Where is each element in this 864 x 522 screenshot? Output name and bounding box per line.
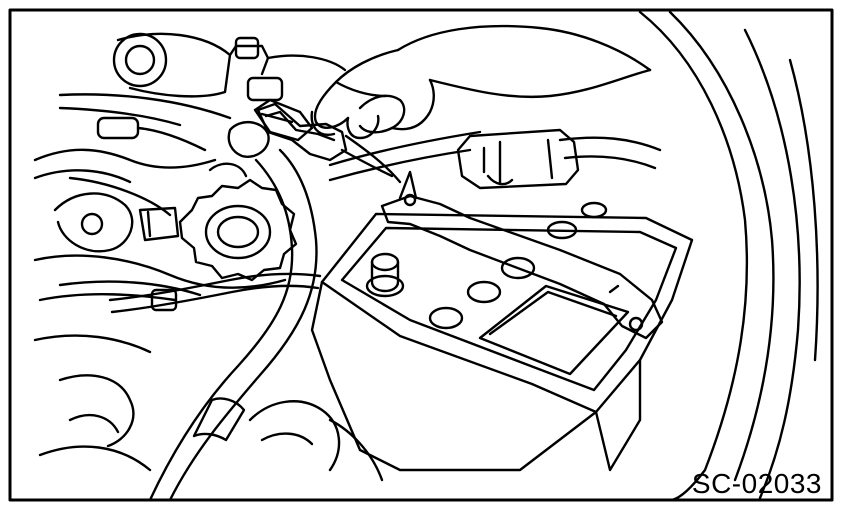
fender-edges [638,10,819,502]
technician-hand [310,24,652,140]
figure-code-label: SC-02033 [691,468,822,499]
figure-frame [8,8,834,502]
thick-hose [148,148,318,502]
oil-filler-cap [178,178,298,282]
tester-clip [256,102,402,184]
electrical-connector [456,128,580,190]
lower-components [33,334,384,482]
battery [310,201,694,472]
ground-cable [108,272,322,314]
wire-harness [328,130,662,182]
battery-hold-down-bracket [380,170,664,340]
engine-components [33,32,347,302]
